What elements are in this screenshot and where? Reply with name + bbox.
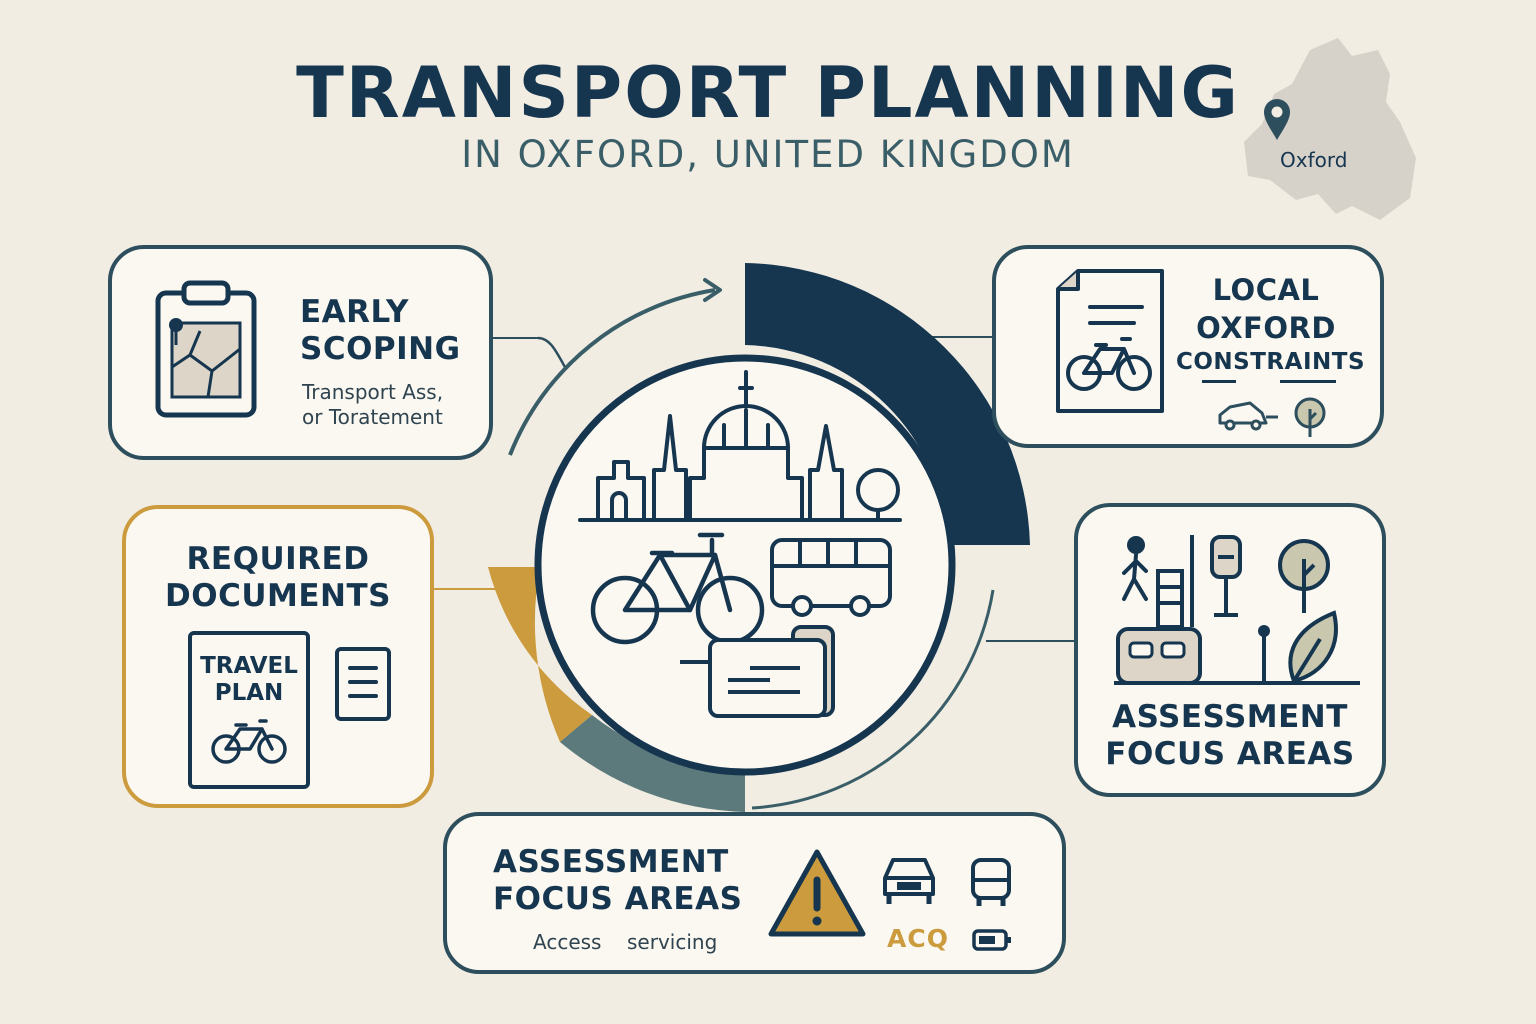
connector-line <box>986 640 1078 642</box>
central-cycle-diagram <box>488 263 1030 812</box>
tram-icon <box>1116 627 1202 685</box>
car-icon <box>883 858 935 904</box>
oxford-skyline-icon <box>578 370 902 522</box>
page-subtitle: IN OXFORD, UNITED KINGDOM <box>461 133 1075 176</box>
battery-icon <box>972 929 1011 951</box>
caption-access: Access <box>533 930 602 954</box>
location-pin-icon <box>1264 99 1290 140</box>
bus-icon <box>770 538 892 617</box>
transit-illustration <box>1114 535 1360 685</box>
card-heading: ASSESSMENT FOCUS AREAS <box>493 844 743 917</box>
divider <box>1280 380 1336 383</box>
bus-stop-icon <box>1210 535 1242 617</box>
card-heading: LOCAL OXFORD CONSTRAINTS <box>1176 273 1366 375</box>
clipboard-map-icon <box>155 280 257 418</box>
pedestrian-icon <box>1122 536 1148 601</box>
card-heading: EARLY SCOPING <box>300 294 461 367</box>
warning-icon <box>768 849 866 937</box>
tree-icon <box>1294 397 1326 437</box>
map-label: Oxford <box>1280 148 1348 172</box>
bus-icon <box>971 858 1011 906</box>
ring-segment-navy <box>745 263 1030 545</box>
bicycle-icon <box>590 532 765 645</box>
card-description: Transport Ass, or Toratement <box>302 380 444 429</box>
travel-plan-document-icon: TRAVEL PLAN <box>188 631 310 789</box>
page-title: TRANSPORT PLANNING <box>296 52 1240 134</box>
center-circle <box>534 354 956 776</box>
leaf-icon <box>1288 610 1338 684</box>
list-document-icon <box>335 647 391 721</box>
connector-line <box>432 588 496 590</box>
car-charging-icon <box>1218 401 1278 431</box>
local-constraints-card[interactable]: LOCAL OXFORD CONSTRAINTS <box>992 245 1384 448</box>
tree-icon <box>1278 539 1330 613</box>
caption-servicing: servicing <box>627 930 718 954</box>
divider <box>1202 380 1236 383</box>
bicycle-icon <box>211 719 287 764</box>
connector-line <box>490 337 540 339</box>
document-bicycle-icon <box>1056 269 1164 413</box>
ticket-icon <box>680 625 835 718</box>
ring-segment-slate <box>560 715 745 812</box>
car-label: ACQ <box>887 924 949 953</box>
assessment-focus-card-right[interactable]: ASSESSMENT FOCUS AREAS <box>1074 503 1386 797</box>
required-documents-card[interactable]: REQUIRED DOCUMENTS TRAVEL PLAN <box>122 505 434 808</box>
doc-title: TRAVEL PLAN <box>200 653 298 706</box>
connector-line <box>537 336 568 370</box>
card-heading: ASSESSMENT FOCUS AREAS <box>1105 699 1355 772</box>
ring-segment-gold <box>488 567 592 742</box>
connector-line <box>932 336 996 338</box>
cycle-arc-right <box>751 589 995 810</box>
oxfordshire-map <box>1244 38 1416 220</box>
cycle-arrow <box>508 288 716 456</box>
assessment-focus-card-bottom[interactable]: ASSESSMENT FOCUS AREAS Access servicing … <box>443 812 1066 974</box>
early-scoping-card[interactable]: EARLY SCOPING Transport Ass, or Torateme… <box>108 245 493 460</box>
card-heading: REQUIRED DOCUMENTS <box>165 541 391 614</box>
